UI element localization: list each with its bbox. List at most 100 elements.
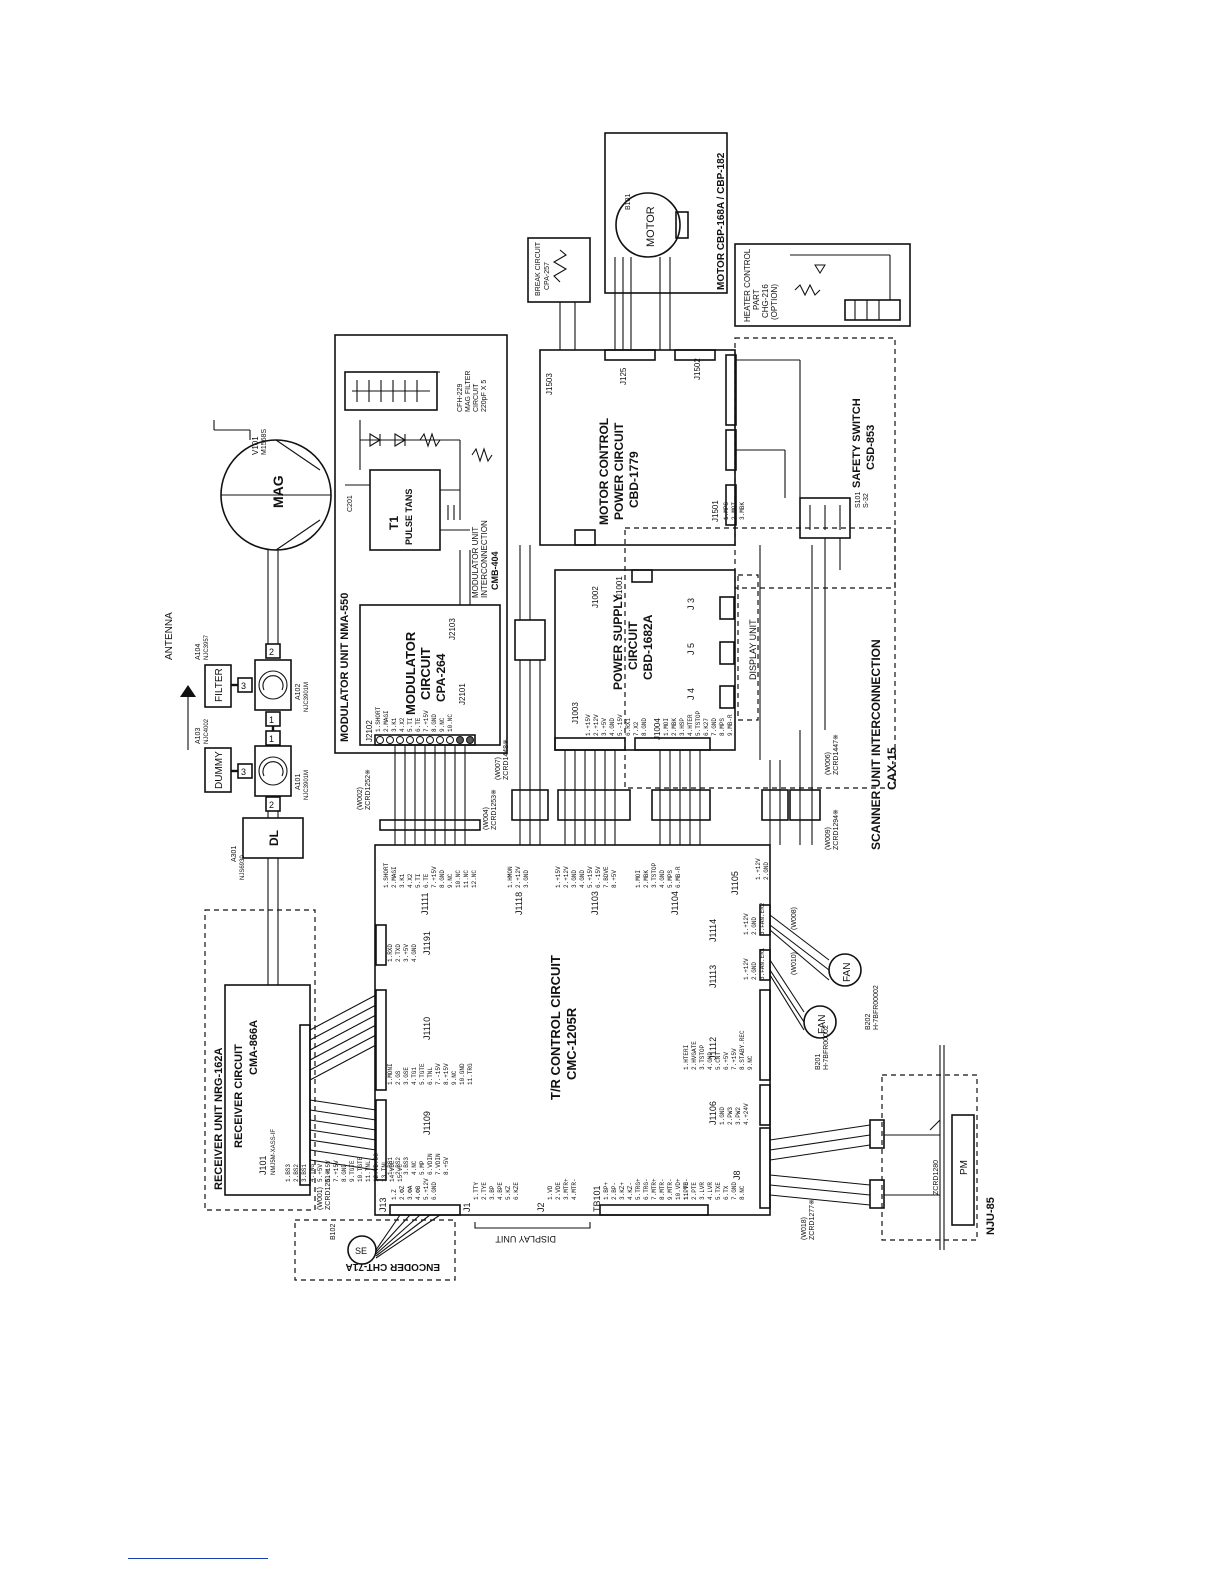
se-label: SE <box>355 1246 367 1256</box>
w018-part: ZCRD1277※ <box>809 1199 816 1240</box>
pin-j1110-8: 8.+15V <box>443 1063 450 1085</box>
a102-ref: A102 <box>295 684 302 700</box>
heater-l2: PART <box>752 289 761 310</box>
pin-j1111-9: 9.NC <box>447 873 454 888</box>
v101-ref: V101 <box>251 436 260 455</box>
receiver-unit: RECEIVER UNIT NRG-162A RECEIVER CIRCUIT … <box>204 909 377 1211</box>
pin-j1104-4: 4.GND <box>659 870 666 888</box>
pin-j1191-4: 4.GND <box>411 944 418 962</box>
pin-j1004-1: 1.MOI <box>663 718 670 736</box>
pin-j1111-7: 7.+15V <box>431 866 438 888</box>
pin-j101-2: 2.BS2 <box>293 1164 300 1182</box>
safety-switch-l1: SAFETY SWITCH <box>851 398 863 488</box>
pin-j1109-7: 7.VDIN <box>435 1153 442 1175</box>
display-unit-right-label: DISPLAY UNIT <box>748 619 758 680</box>
pulse-trans-label: PULSE TANS <box>404 489 414 545</box>
j1109-label: J1109 <box>422 1111 432 1135</box>
pm-cable-label: ZCRD1280 <box>933 1160 940 1195</box>
mag-label: MAG <box>270 475 286 508</box>
mag-filter-cap: 220pF X 5 <box>481 380 488 412</box>
svg-text:3: 3 <box>241 767 246 777</box>
tr-control-l1: T/R CONTROL CIRCUIT <box>548 955 563 1100</box>
pin-j2-3: 3.MTR+ <box>563 1178 570 1200</box>
break-circuit-l1: BREAK CIRCUIT <box>535 241 542 296</box>
interconnect-wires <box>394 545 826 845</box>
a301-part: NJS6930 <box>240 855 246 880</box>
b202-ref: B202 <box>865 1014 872 1030</box>
a104-ref: A104 <box>195 644 202 660</box>
pin-j1103-5: 5.+15V <box>587 866 594 888</box>
a103-part: NJC4002 <box>204 718 210 744</box>
pin-j1110-6: 6.TNL <box>427 1067 434 1085</box>
pin-j1109-3: 3.BS3 <box>403 1157 410 1175</box>
pin-j8-3: 3.LVR <box>699 1182 706 1200</box>
a103-ref: A103 <box>195 728 202 744</box>
j1003-label: J1003 <box>571 702 580 724</box>
pin-j2102-3: 3.K1 <box>391 717 398 732</box>
pin-tb101-5: 5.TRG+ <box>635 1178 642 1200</box>
pin-j1110-9: 9.NC <box>451 1070 458 1085</box>
pin-j101-5: 5.+5V <box>317 1164 324 1182</box>
pin-j1110-10: 10.GND <box>459 1063 466 1085</box>
pin-j1003-6: 6.RX1 <box>625 718 632 736</box>
pin-j1111-2: 2.MAGI <box>391 866 398 888</box>
pin-j1110-4: 4.TG1 <box>411 1067 418 1085</box>
pin-j1109-4: 4.NC <box>411 1160 418 1175</box>
power-supply-l2: CIRCUIT <box>626 621 640 670</box>
j1191-label: J1191 <box>422 931 432 955</box>
heater-l4: (OPTION) <box>770 284 779 320</box>
pin-j1114-2: 2.GND <box>751 917 758 935</box>
pm-label: PM <box>959 1160 970 1175</box>
receiver-circuit-l2: CMA-866A <box>248 1020 260 1075</box>
pin-j1112-7: 7.+15V <box>731 1048 738 1070</box>
pin-j1-4: 4.BPE <box>497 1182 504 1200</box>
mag-filter-l2: MAG FILTER <box>465 371 472 412</box>
pin-j1113-2: 2.GND <box>751 962 758 980</box>
receiver-unit-label: RECEIVER UNIT NRG-162A <box>213 1048 225 1190</box>
j1002-label: J1002 <box>591 586 600 608</box>
nju-85: PM NJU-85 ZCRD1280 (W018) ZCRD1277※ <box>769 1045 997 1250</box>
motor-control-l1: MOTOR CONTROL <box>597 418 611 525</box>
j1111-label: J1111 <box>420 892 430 915</box>
w008-label: (W008) <box>791 907 798 930</box>
pin-j2102-8: 8.GND <box>431 714 438 732</box>
pin-j1110-1: 1.MONI <box>387 1063 394 1085</box>
pin-j1109-2: 2.BS2 <box>395 1157 402 1175</box>
fan-b202: FAN B202 H-7BFR00002 <box>769 914 880 1030</box>
pin-j8-6: 6.TX <box>723 1185 730 1200</box>
safety-switch-l2: CSD-853 <box>865 425 877 470</box>
motor-unit: MOTOR B101 MOTOR CBP-168A / CBP-182 <box>604 132 728 350</box>
pin-j1003-2: 2.+12V <box>593 714 600 736</box>
pin-j2102-6: 6.TE <box>415 717 422 732</box>
heater-control: HEATER CONTROL PART CHG-216 (OPTION) <box>734 243 911 327</box>
pin-tb101-7: 7.MTR+ <box>651 1178 658 1200</box>
j8-label: J8 <box>732 1170 742 1180</box>
pin-j2102-2: 2.MAGI <box>383 710 390 732</box>
encoder-label: ENCODER CHT-71A <box>346 1261 440 1272</box>
pin-dot <box>456 736 464 744</box>
pin-j8-8: 8.NC <box>739 1185 746 1200</box>
pin-j1112-4: 4.GND <box>707 1052 714 1070</box>
diode-row <box>359 420 493 520</box>
w006-part: ZCRD1447※ <box>833 734 840 775</box>
pin-j8-7: 7.GND <box>731 1182 738 1200</box>
pin-j1191-1: 1.RXD <box>387 944 394 962</box>
mag-filter-block <box>344 371 438 411</box>
w001-part: ZCRD1251※ <box>325 1169 332 1210</box>
display-unit-bottom: DISPLAY UNIT <box>474 1222 591 1244</box>
tb101-label: TB101 <box>592 1185 602 1212</box>
pin-j2-1: 1.VD <box>547 1185 554 1200</box>
j1106-label: J1106 <box>708 1101 718 1125</box>
b101-ref: B101 <box>625 194 632 210</box>
w004-part: ZCRD1253※ <box>491 789 498 830</box>
j1001-label: J1001 <box>615 576 624 598</box>
j1502-label: J1502 <box>693 358 702 380</box>
w001-label: (W001) <box>317 1187 324 1210</box>
pin-j1111-6: 6.TE <box>423 873 430 888</box>
pin-j1104-1: 1.MOI <box>635 870 642 888</box>
pin-j101-9: 9.TGTE <box>349 1160 356 1182</box>
w018-label: (W018) <box>801 1217 808 1240</box>
pin-j1112-9: 9.NC <box>747 1055 754 1070</box>
pin-j13-3: 3.ΦA <box>407 1185 414 1200</box>
a101-ref: A101 <box>295 774 302 790</box>
